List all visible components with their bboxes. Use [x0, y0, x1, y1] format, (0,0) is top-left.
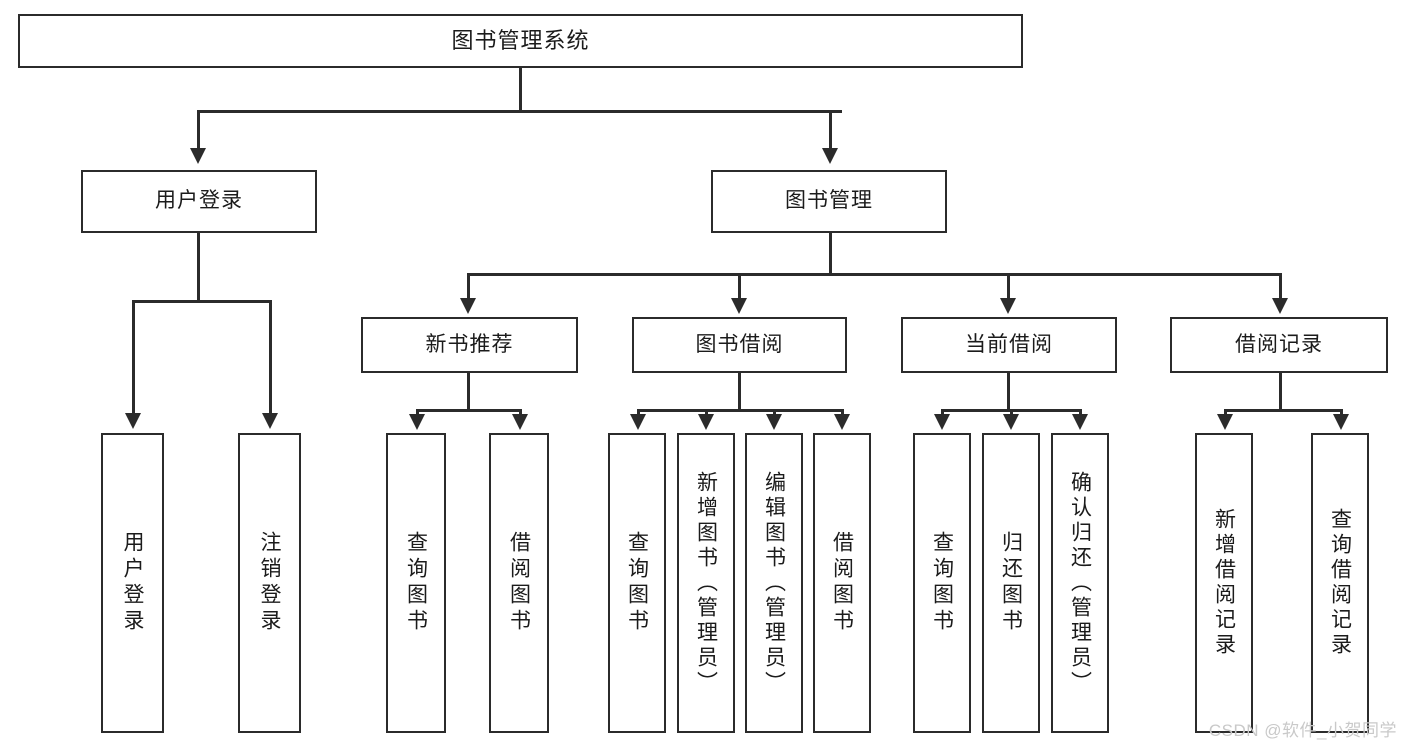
- connector-drop-leaf-borrow-book-2: [841, 409, 844, 417]
- connector-drop-leaf-borrow-book-1: [519, 409, 522, 417]
- connector-drop-leaf-logout: [269, 300, 272, 415]
- connector-book-management-stem: [829, 233, 832, 273]
- node-root[interactable]: 图书管理系统: [18, 14, 1023, 68]
- arrow-new-book-recommend: [460, 298, 476, 314]
- leaf-borrow-book-2[interactable]: 借阅图书: [813, 433, 871, 733]
- connector-new-book-recommend-bus: [416, 409, 520, 412]
- connector-new-book-recommend-stem: [467, 373, 470, 409]
- node-root-label: 图书管理系统: [451, 28, 590, 54]
- arrow-user-login: [190, 148, 206, 164]
- arrow-leaf-add-book: [698, 414, 714, 430]
- arrow-leaf-return-book: [1003, 414, 1019, 430]
- leaf-confirm-return[interactable]: 确认归还（管理员）: [1051, 433, 1109, 733]
- leaf-confirm-return-label: 确认归还（管理员）: [1068, 470, 1092, 696]
- connector-drop-borrow-record: [1279, 273, 1282, 299]
- connector-drop-book-management: [829, 110, 832, 150]
- leaf-query-book-1-label: 查询图书: [404, 531, 428, 635]
- leaf-borrow-book-1-label: 借阅图书: [507, 531, 531, 635]
- node-book-management-label: 图书管理: [785, 189, 873, 213]
- arrow-leaf-query-book-2: [630, 414, 646, 430]
- connector-current-borrow-stem: [1007, 373, 1010, 409]
- connector-drop-leaf-user-login: [132, 300, 135, 415]
- arrow-leaf-logout: [262, 413, 278, 429]
- arrow-leaf-query-record: [1333, 414, 1349, 430]
- leaf-query-book-2-label: 查询图书: [625, 531, 649, 635]
- node-current-borrow[interactable]: 当前借阅: [901, 317, 1117, 373]
- leaf-borrow-book-1[interactable]: 借阅图书: [489, 433, 549, 733]
- connector-level3-bus: [467, 273, 1282, 276]
- leaf-user-login-label: 用户登录: [121, 531, 144, 635]
- node-borrow-record-label: 借阅记录: [1235, 332, 1323, 356]
- leaf-query-book-3-label: 查询图书: [930, 531, 954, 635]
- connector-borrow-record-bus: [1224, 409, 1340, 412]
- arrow-borrow-record: [1272, 298, 1288, 314]
- leaf-query-book-2[interactable]: 查询图书: [608, 433, 666, 733]
- leaf-edit-book[interactable]: 编辑图书（管理员）: [745, 433, 803, 733]
- arrow-book-management: [822, 148, 838, 164]
- node-current-borrow-label: 当前借阅: [965, 332, 1053, 356]
- connector-drop-leaf-query-book-2: [637, 409, 640, 417]
- leaf-add-record-label: 新增借阅记录: [1212, 508, 1236, 658]
- connector-drop-leaf-query-book-1: [416, 409, 419, 417]
- arrow-leaf-edit-book: [766, 414, 782, 430]
- node-user-login-label: 用户登录: [155, 189, 243, 213]
- leaf-query-book-3[interactable]: 查询图书: [913, 433, 971, 733]
- connector-drop-leaf-edit-book: [773, 409, 776, 417]
- leaf-return-book-label: 归还图书: [999, 531, 1023, 635]
- leaf-query-book-1[interactable]: 查询图书: [386, 433, 446, 733]
- connector-level2-bus: [197, 110, 842, 113]
- leaf-add-book-label: 新增图书（管理员）: [694, 470, 718, 696]
- connector-drop-leaf-confirm-return: [1079, 409, 1082, 417]
- leaf-return-book[interactable]: 归还图书: [982, 433, 1040, 733]
- node-user-login[interactable]: 用户登录: [81, 170, 317, 233]
- leaf-borrow-book-2-label: 借阅图书: [830, 531, 854, 635]
- leaf-logout-label: 注销登录: [258, 531, 281, 635]
- connector-drop-leaf-query-record: [1340, 409, 1343, 417]
- connector-drop-leaf-add-book: [705, 409, 708, 417]
- arrow-book-borrow: [731, 298, 747, 314]
- connector-user-login-bus: [132, 300, 271, 303]
- arrow-leaf-borrow-book-1: [512, 414, 528, 430]
- leaf-add-record[interactable]: 新增借阅记录: [1195, 433, 1253, 733]
- arrow-leaf-add-record: [1217, 414, 1233, 430]
- connector-user-login-stem: [197, 233, 200, 300]
- arrow-leaf-query-book-1: [409, 414, 425, 430]
- leaf-query-record[interactable]: 查询借阅记录: [1311, 433, 1369, 733]
- node-new-book-recommend-label: 新书推荐: [425, 332, 514, 356]
- node-borrow-record[interactable]: 借阅记录: [1170, 317, 1388, 373]
- connector-drop-user-login: [197, 110, 200, 150]
- arrow-leaf-query-book-3: [934, 414, 950, 430]
- node-new-book-recommend[interactable]: 新书推荐: [361, 317, 578, 373]
- connector-book-borrow-stem: [738, 373, 741, 409]
- arrow-current-borrow: [1000, 298, 1016, 314]
- node-book-management[interactable]: 图书管理: [711, 170, 947, 233]
- arrow-leaf-confirm-return: [1072, 414, 1088, 430]
- connector-drop-leaf-add-record: [1224, 409, 1227, 417]
- connector-drop-current-borrow: [1007, 273, 1010, 299]
- node-book-borrow-label: 图书借阅: [695, 332, 784, 356]
- csdn-watermark: CSDN @软件_小贺同学: [1208, 721, 1397, 740]
- connector-root-stem: [519, 68, 522, 110]
- connector-book-borrow-bus: [637, 409, 842, 412]
- connector-drop-new-book-recommend: [467, 273, 470, 299]
- connector-borrow-record-stem: [1279, 373, 1282, 409]
- connector-drop-leaf-return-book: [1010, 409, 1013, 417]
- leaf-add-book[interactable]: 新增图书（管理员）: [677, 433, 735, 733]
- connector-drop-book-borrow: [738, 273, 741, 299]
- arrow-leaf-user-login: [125, 413, 141, 429]
- arrow-leaf-borrow-book-2: [834, 414, 850, 430]
- leaf-edit-book-label: 编辑图书（管理员）: [762, 470, 786, 696]
- connector-drop-leaf-query-book-3: [941, 409, 944, 417]
- leaf-query-record-label: 查询借阅记录: [1328, 508, 1352, 658]
- leaf-user-login[interactable]: 用户登录: [101, 433, 164, 733]
- leaf-logout[interactable]: 注销登录: [238, 433, 301, 733]
- node-book-borrow[interactable]: 图书借阅: [632, 317, 847, 373]
